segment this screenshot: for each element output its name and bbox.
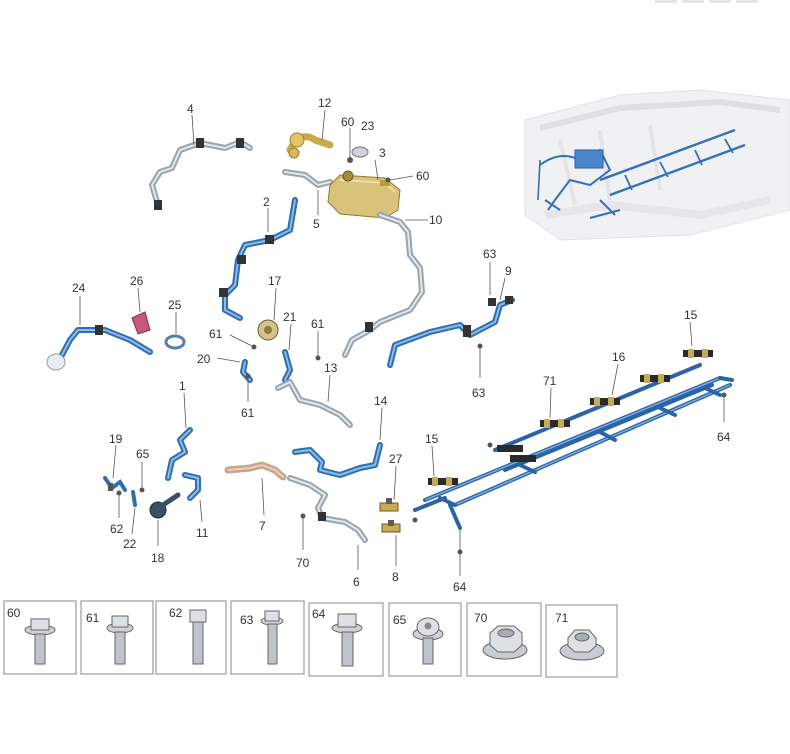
callout-18: 18 (151, 551, 165, 565)
legend-label-60: 60 (7, 606, 21, 620)
long-bolt-icon (260, 610, 284, 665)
part-12-thermostat-housing (286, 132, 334, 159)
callout-22: 22 (123, 537, 137, 551)
vehicle-overview-thumbnail (524, 89, 790, 241)
legend-item-65: 65 (388, 602, 462, 677)
callout-17: 17 (268, 274, 282, 288)
callout-63b: 63 (472, 386, 486, 400)
callout-64b: 64 (453, 580, 467, 594)
callout-1: 1 (179, 379, 186, 393)
callout-21: 21 (283, 310, 297, 324)
part-4-upper-coolant-pipe (149, 138, 253, 210)
legend-item-61: 61 (80, 600, 154, 675)
part-2-coolant-pipe (219, 197, 298, 321)
legend-label-71: 71 (555, 611, 569, 625)
flange-bolt-icon (331, 613, 363, 667)
part-9-coolant-pipe (387, 296, 515, 368)
legend-item-63: 63 (230, 600, 305, 675)
legend-item-70: 70 (466, 602, 542, 677)
legend-item-71: 71 (545, 604, 618, 678)
legend-label-61: 61 (86, 611, 100, 625)
part-14-coolant-pipe (292, 442, 383, 478)
legend-label-64: 64 (312, 607, 326, 621)
part-24-coolant-hose (46, 325, 153, 371)
part-6-coolant-pipe (287, 475, 368, 543)
callout-70: 70 (296, 556, 310, 570)
part-10-radiator-pipe (342, 212, 425, 358)
legend-item-60: 60 (3, 600, 77, 675)
callout-8: 8 (392, 570, 399, 584)
part-23-reservoir-cap (351, 146, 369, 158)
callout-16: 16 (612, 350, 626, 364)
callout-60a: 60 (341, 115, 355, 129)
callout-11: 11 (196, 526, 209, 540)
callout-15a: 15 (684, 308, 698, 322)
part-17-water-pump (257, 319, 279, 341)
legend-label-62: 62 (169, 606, 183, 620)
callout-20: 20 (197, 352, 211, 366)
part-22-small-bracket (131, 490, 137, 507)
callout-19: 19 (109, 432, 123, 446)
part-26-mounting-bracket (131, 311, 151, 335)
flange-bolt-icon (24, 618, 56, 665)
flange-bolt-icon (106, 615, 134, 665)
legend-label-63: 63 (240, 613, 254, 627)
callout-7: 7 (259, 519, 266, 533)
legend-label-70: 70 (474, 611, 488, 625)
long-bolt-icon (189, 609, 207, 665)
callout-4: 4 (187, 102, 194, 116)
legend-item-64: 64 (308, 602, 384, 677)
callout-24: 24 (72, 281, 86, 295)
part-21-small-hose (282, 349, 293, 383)
callout-71: 71 (543, 374, 557, 388)
part-7-heater-hose (224, 461, 287, 481)
callout-2: 2 (263, 195, 270, 209)
callout-61a: 61 (209, 327, 223, 341)
hex-nut-icon (482, 625, 528, 660)
callout-15b: 15 (425, 432, 439, 446)
part-19-bracket (103, 476, 127, 492)
callout-62: 62 (110, 522, 124, 536)
callout-61b: 61 (311, 317, 325, 331)
callout-27: 27 (389, 452, 403, 466)
callout-60b: 60 (416, 169, 430, 183)
part-5-connector-hose (282, 169, 333, 188)
fastener-legend: 60 61 62 (3, 600, 618, 678)
flange-nut-icon (559, 629, 605, 661)
callout-63a: 63 (483, 247, 497, 261)
callout-6: 6 (353, 575, 360, 589)
callout-14: 14 (374, 394, 388, 408)
callout-10: 10 (429, 213, 443, 227)
callout-9: 9 (505, 264, 512, 278)
socket-bolt-icon (412, 617, 444, 665)
legend-item-62: 62 (155, 600, 227, 675)
part-11-elbow-hose (182, 472, 201, 501)
callout-64a: 64 (717, 430, 731, 444)
callout-25: 25 (168, 298, 182, 312)
callout-12: 12 (318, 96, 332, 110)
part-16-cooling-frame (413, 349, 734, 530)
callout-5: 5 (313, 217, 320, 231)
part-3-expansion-reservoir (327, 170, 401, 219)
part-25-hose-clamp (164, 334, 186, 350)
callout-61c: 61 (241, 406, 255, 420)
part-27-connector (379, 498, 399, 512)
part-13-coolant-pipe (275, 379, 353, 428)
legend-label-65: 65 (393, 613, 407, 627)
part-1-coolant-hose (165, 427, 193, 481)
callout-13: 13 (324, 361, 338, 375)
callout-3: 3 (379, 146, 386, 160)
part-18-auxiliary-pump (149, 492, 181, 519)
callout-23: 23 (361, 119, 375, 133)
callout-65: 65 (136, 447, 150, 461)
callout-26: 26 (130, 274, 144, 288)
part-8-connector (381, 520, 401, 533)
toolbar-hint (655, 0, 758, 3)
